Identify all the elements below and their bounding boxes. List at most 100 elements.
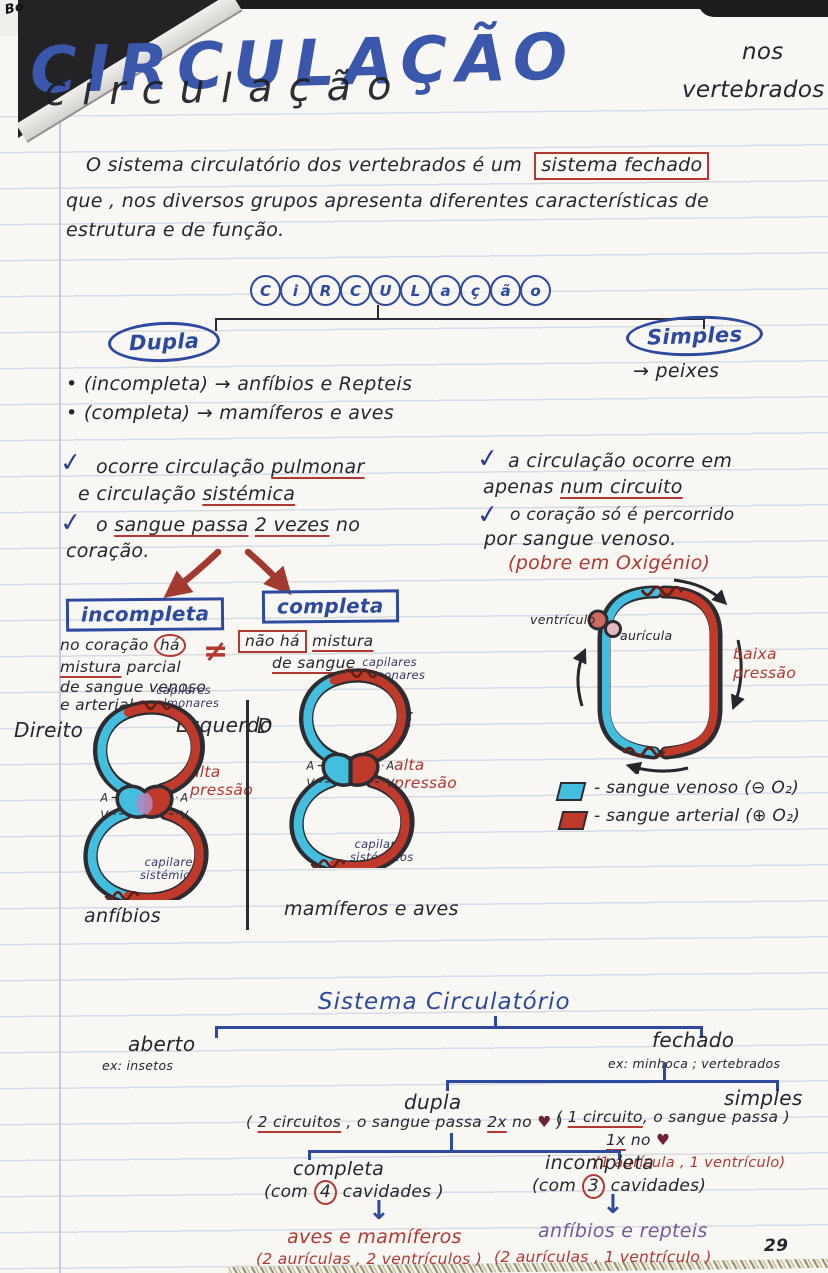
down-arrow-icon: ↓ [602, 1190, 624, 1220]
aberto-example: ex: insetos [102, 1058, 174, 1073]
chambers-note-left: (2 aurículas , 2 ventrículos ) [256, 1250, 483, 1268]
down-arrow-icon: ↓ [368, 1196, 390, 1226]
simples-note1-line2: apenas num circuito [483, 476, 683, 500]
ventriculo-label: ventrículo [530, 612, 596, 627]
paren: ) [783, 1108, 790, 1126]
simples-note2-line2: por sangue venoso. [484, 528, 677, 550]
note-text: (com [264, 1182, 314, 1202]
venous-color-swatch [555, 782, 587, 801]
fechado-label: fechado [652, 1028, 735, 1052]
underlined-2-vezes: 2 vezes [254, 514, 330, 536]
heart-icon: ♥ [537, 1113, 552, 1131]
completa-cavities: (com 4 cavidades ) [264, 1180, 444, 1206]
aberto-label: aberto [128, 1032, 196, 1056]
diagram-divider-line [246, 700, 249, 930]
subtitle-line1: nos [742, 39, 784, 65]
incompleta-box: incompleta [65, 597, 225, 632]
aves-mamiferos-result: aves e mamíferos [287, 1226, 462, 1248]
incompleta-cavities: (com 3 cavidades) [532, 1174, 707, 1200]
note-text: no [329, 514, 361, 536]
note-text: cavidades) [604, 1176, 707, 1196]
heart-left-side [350, 754, 378, 786]
chambers-note-right: (2 aurículas , 1 ventrículo ) [494, 1248, 712, 1266]
underlined-mistura: mistura [312, 632, 374, 650]
pobre-oxigenio-note: (pobre em Oxigénio) [508, 552, 711, 574]
gill-capillaries [640, 585, 684, 597]
legend-arterial: - sangue arterial (⊕ O₂) [594, 806, 801, 826]
anfibios-caption: anfíbios [84, 905, 161, 927]
simples-note2-line1: o coração só é percorrido [510, 505, 735, 525]
tree3-crossbar [446, 1080, 778, 1083]
tree1-stem [377, 305, 379, 319]
tree1-crossbar [215, 318, 705, 320]
circled-3: 3 [581, 1174, 605, 1200]
heart-icon: ♥ [656, 1131, 671, 1149]
bubble-letter: C [250, 275, 281, 306]
bubble-letter: ã [490, 275, 521, 306]
fish-auricle [604, 620, 622, 638]
dupla-description: ( 2 circuitos , o sangue passa 2x no ♥ ) [246, 1113, 563, 1132]
flow-arrows [572, 578, 745, 774]
note-text: , o sangue passa [341, 1113, 488, 1131]
note-text: no [625, 1131, 657, 1149]
tree1-left-drop [215, 318, 217, 331]
note-text: apenas [483, 476, 561, 498]
ventricle-label: V [180, 809, 189, 822]
body-capillaries [622, 746, 666, 758]
underlined-de-sangue: de sangue [272, 654, 356, 672]
fechado-example: ex: minhoca ; vertebrados [608, 1056, 781, 1071]
auricle-label: A [305, 760, 314, 773]
dupla-note2-line1: o sangue passa 2 vezes no [96, 514, 360, 538]
underlined-num-circuito: num circuito [560, 476, 683, 498]
simples-description-line2: 1x no ♥ [606, 1131, 670, 1150]
underlined-2x: 2x [487, 1113, 507, 1131]
auricle-label: A [385, 760, 394, 773]
mamiferos-caption: mamíferos e aves [284, 898, 459, 920]
photo-top-edge [0, 0, 828, 9]
systemic-capillaries [310, 859, 346, 868]
ventricle-label: V [100, 809, 109, 822]
ventricle-label: V [306, 777, 315, 790]
auricula-label: aurícula [620, 628, 673, 643]
bubble-letter: i [280, 275, 311, 306]
completa-note-l1: não há mistura [238, 630, 374, 654]
legend-venoso: - sangue venoso (⊖ O₂) [594, 778, 800, 798]
tree2-crossbar [215, 1026, 702, 1029]
bubble-letter: a [430, 275, 461, 306]
circled-4: 4 [313, 1180, 337, 1206]
dupla-note1-line1: ocorre circulação pulmonar [96, 456, 365, 480]
blood-mixing-zone [136, 792, 153, 815]
bubble-letter: C [340, 275, 371, 306]
simple-circulation-diagram-fish [572, 578, 745, 774]
closed-system-box: sistema fechado [534, 152, 710, 180]
pulmonary-capillaries [343, 668, 379, 679]
simples-label: simples [724, 1086, 803, 1110]
auricle-label: A [179, 792, 188, 805]
tree4-stem [450, 1133, 453, 1152]
intro-line1-text: O sistema circulatório dos vertebrados é… [86, 154, 523, 176]
underlined-pulmonar: pulmonar [271, 456, 365, 478]
note-text: o [96, 514, 115, 536]
bubble-letter: o [520, 275, 551, 306]
label-line: pressão [733, 663, 796, 682]
pulmonary-capillaries [137, 700, 173, 711]
paren: ( [246, 1113, 258, 1131]
note-text: , o sangue passa [642, 1108, 784, 1126]
page-number: 29 [764, 1236, 789, 1256]
direito-label: Direito [14, 718, 84, 742]
dupla-bullet-completa: • (completa) → mamíferos e aves [66, 402, 394, 424]
ventricle-label: V [386, 777, 395, 790]
simples-note1-line1: a circulação ocorre em [508, 450, 733, 472]
double-circulation-diagram-incompleta: A A V V [83, 700, 209, 900]
tree2-right-drop [700, 1026, 703, 1038]
photo-top-right-corner [698, 0, 828, 17]
anfibios-repteis-result: anfíbios e repteis [538, 1220, 708, 1242]
circled-ha: há [153, 634, 186, 658]
bubble-letter: U [370, 275, 401, 306]
simples-chambers-note: (1 aurícula , 1 ventrículo) [594, 1155, 786, 1171]
bubble-letter: ç [460, 275, 491, 306]
bubble-letter: L [400, 275, 431, 306]
bubble-title: C i R C U L a ç ã o [250, 275, 551, 306]
